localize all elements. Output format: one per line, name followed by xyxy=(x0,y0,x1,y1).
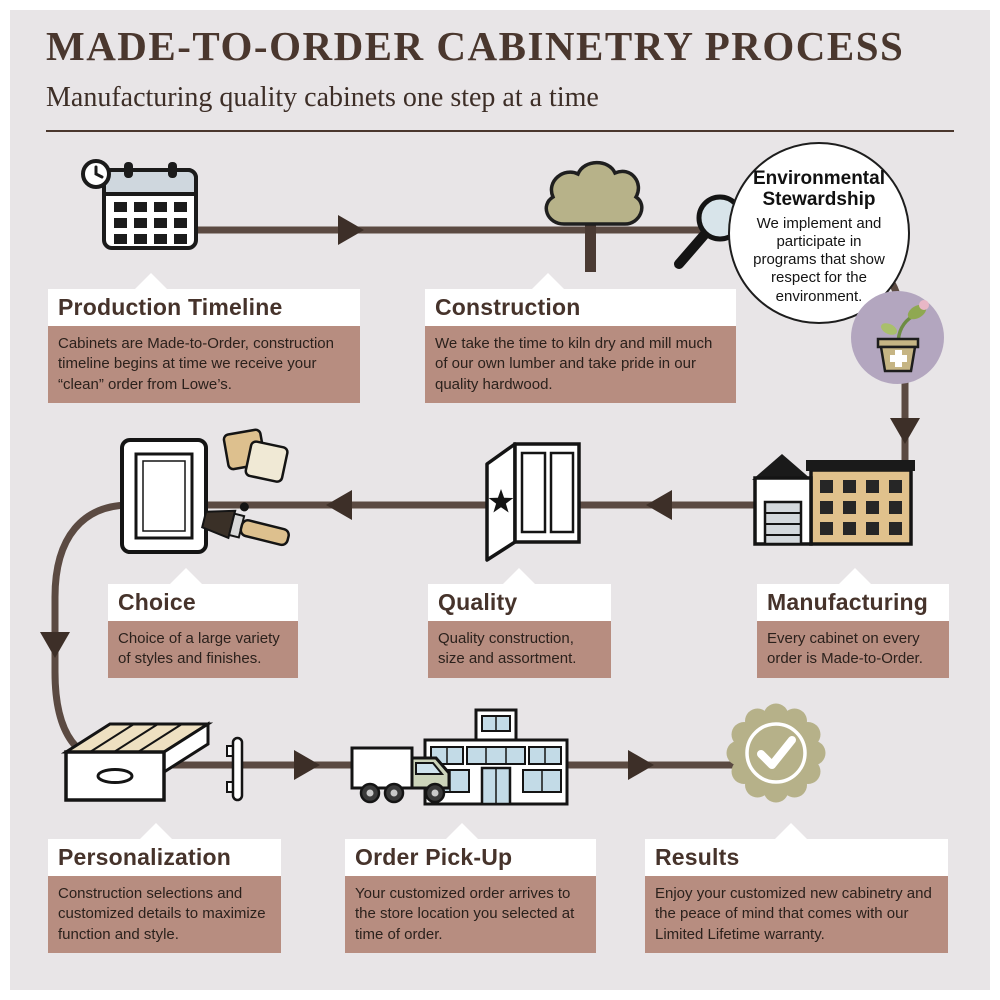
step-title: Manufacturing xyxy=(767,589,929,615)
step-description: Construction selections and customized d… xyxy=(58,885,266,943)
cabinet-star-icon xyxy=(485,442,581,562)
flow-arrow-down-icon xyxy=(40,632,70,658)
step-manufacturing: Manufacturing Every cabinet on every ord… xyxy=(757,568,949,678)
step-title-box: Order Pick-Up xyxy=(345,839,596,876)
step-title: Personalization xyxy=(58,844,231,870)
step-description: We take the time to kiln dry and mill mu… xyxy=(435,335,713,393)
environmental-stewardship-description: We implement and participate in programs… xyxy=(753,214,885,305)
pointer-up-icon xyxy=(531,273,565,290)
truck-icon xyxy=(350,746,451,804)
flow-arrow-right-icon xyxy=(628,750,654,780)
step-description-box: We take the time to kiln dry and mill mu… xyxy=(425,326,736,403)
step-title-box: Construction xyxy=(425,289,736,326)
step-title-box: Results xyxy=(645,839,948,876)
step-personalization: Personalization Construction selections … xyxy=(48,823,281,953)
step-title-box: Quality xyxy=(428,584,611,621)
pointer-up-icon xyxy=(838,568,872,585)
check-badge-icon xyxy=(726,703,826,803)
step-description-box: Construction selections and customized d… xyxy=(48,876,281,953)
calendar-clock-icon xyxy=(81,159,198,250)
header-divider xyxy=(46,130,954,132)
drawer-handle-icon xyxy=(226,736,244,802)
step-results: Results Enjoy your customized new cabine… xyxy=(645,823,948,953)
step-choice: Choice Choice of a large variety of styl… xyxy=(108,568,298,678)
page-subtitle: Manufacturing quality cabinets one step … xyxy=(46,82,599,113)
pointer-up-icon xyxy=(169,568,203,585)
plant-pot-icon xyxy=(851,291,944,384)
step-description: Quality construction, size and assortmen… xyxy=(438,630,577,668)
page-title: MADE-TO-ORDER CABINETRY PROCESS xyxy=(46,23,905,69)
step-description-box: Enjoy your customized new cabinetry and … xyxy=(645,876,948,953)
flow-arrow-left-icon xyxy=(326,490,352,520)
step-title-box: Personalization xyxy=(48,839,281,876)
step-description-box: Choice of a large variety of styles and … xyxy=(108,621,298,678)
pointer-up-icon xyxy=(139,823,173,840)
flow-arrow-right-icon xyxy=(338,215,364,245)
step-title: Quality xyxy=(438,589,518,615)
step-production-timeline: Production Timeline Cabinets are Made-to… xyxy=(48,273,360,403)
door-swatches-brush-icon xyxy=(120,428,290,554)
drawer-icon xyxy=(60,721,214,802)
step-quality: Quality Quality construction, size and a… xyxy=(428,568,611,678)
step-description: Every cabinet on every order is Made-to-… xyxy=(767,630,923,668)
step-construction: Construction We take the time to kiln dr… xyxy=(425,273,736,403)
pointer-up-icon xyxy=(774,823,808,840)
step-order-pickup: Order Pick-Up Your customized order arri… xyxy=(345,823,596,953)
step-title-box: Production Timeline xyxy=(48,289,360,326)
step-title: Construction xyxy=(435,294,581,320)
step-title: Results xyxy=(655,844,740,870)
step-title-box: Manufacturing xyxy=(757,584,949,621)
step-description-box: Quality construction, size and assortmen… xyxy=(428,621,611,678)
step-description: Your customized order arrives to the sto… xyxy=(355,885,575,943)
tree-icon xyxy=(544,160,644,272)
pointer-up-icon xyxy=(502,568,536,585)
step-description-box: Your customized order arrives to the sto… xyxy=(345,876,596,953)
step-description: Cabinets are Made-to-Order, construction… xyxy=(58,335,334,393)
flow-arrow-down-icon xyxy=(890,418,920,444)
step-title: Production Timeline xyxy=(58,294,283,320)
step-title: Choice xyxy=(118,589,196,615)
pointer-up-icon xyxy=(134,273,168,290)
step-title-box: Choice xyxy=(108,584,298,621)
step-description-box: Cabinets are Made-to-Order, construction… xyxy=(48,326,360,403)
flow-arrow-left-icon xyxy=(646,490,672,520)
environmental-stewardship-title: Environmental Stewardship xyxy=(753,168,885,211)
step-description: Enjoy your customized new cabinetry and … xyxy=(655,885,932,943)
step-description-box: Every cabinet on every order is Made-to-… xyxy=(757,621,949,678)
factory-icon xyxy=(752,454,915,546)
step-title: Order Pick-Up xyxy=(355,844,513,870)
step-description: Choice of a large variety of styles and … xyxy=(118,630,280,668)
flow-arrow-right-icon xyxy=(294,750,320,780)
pointer-up-icon xyxy=(445,823,479,840)
